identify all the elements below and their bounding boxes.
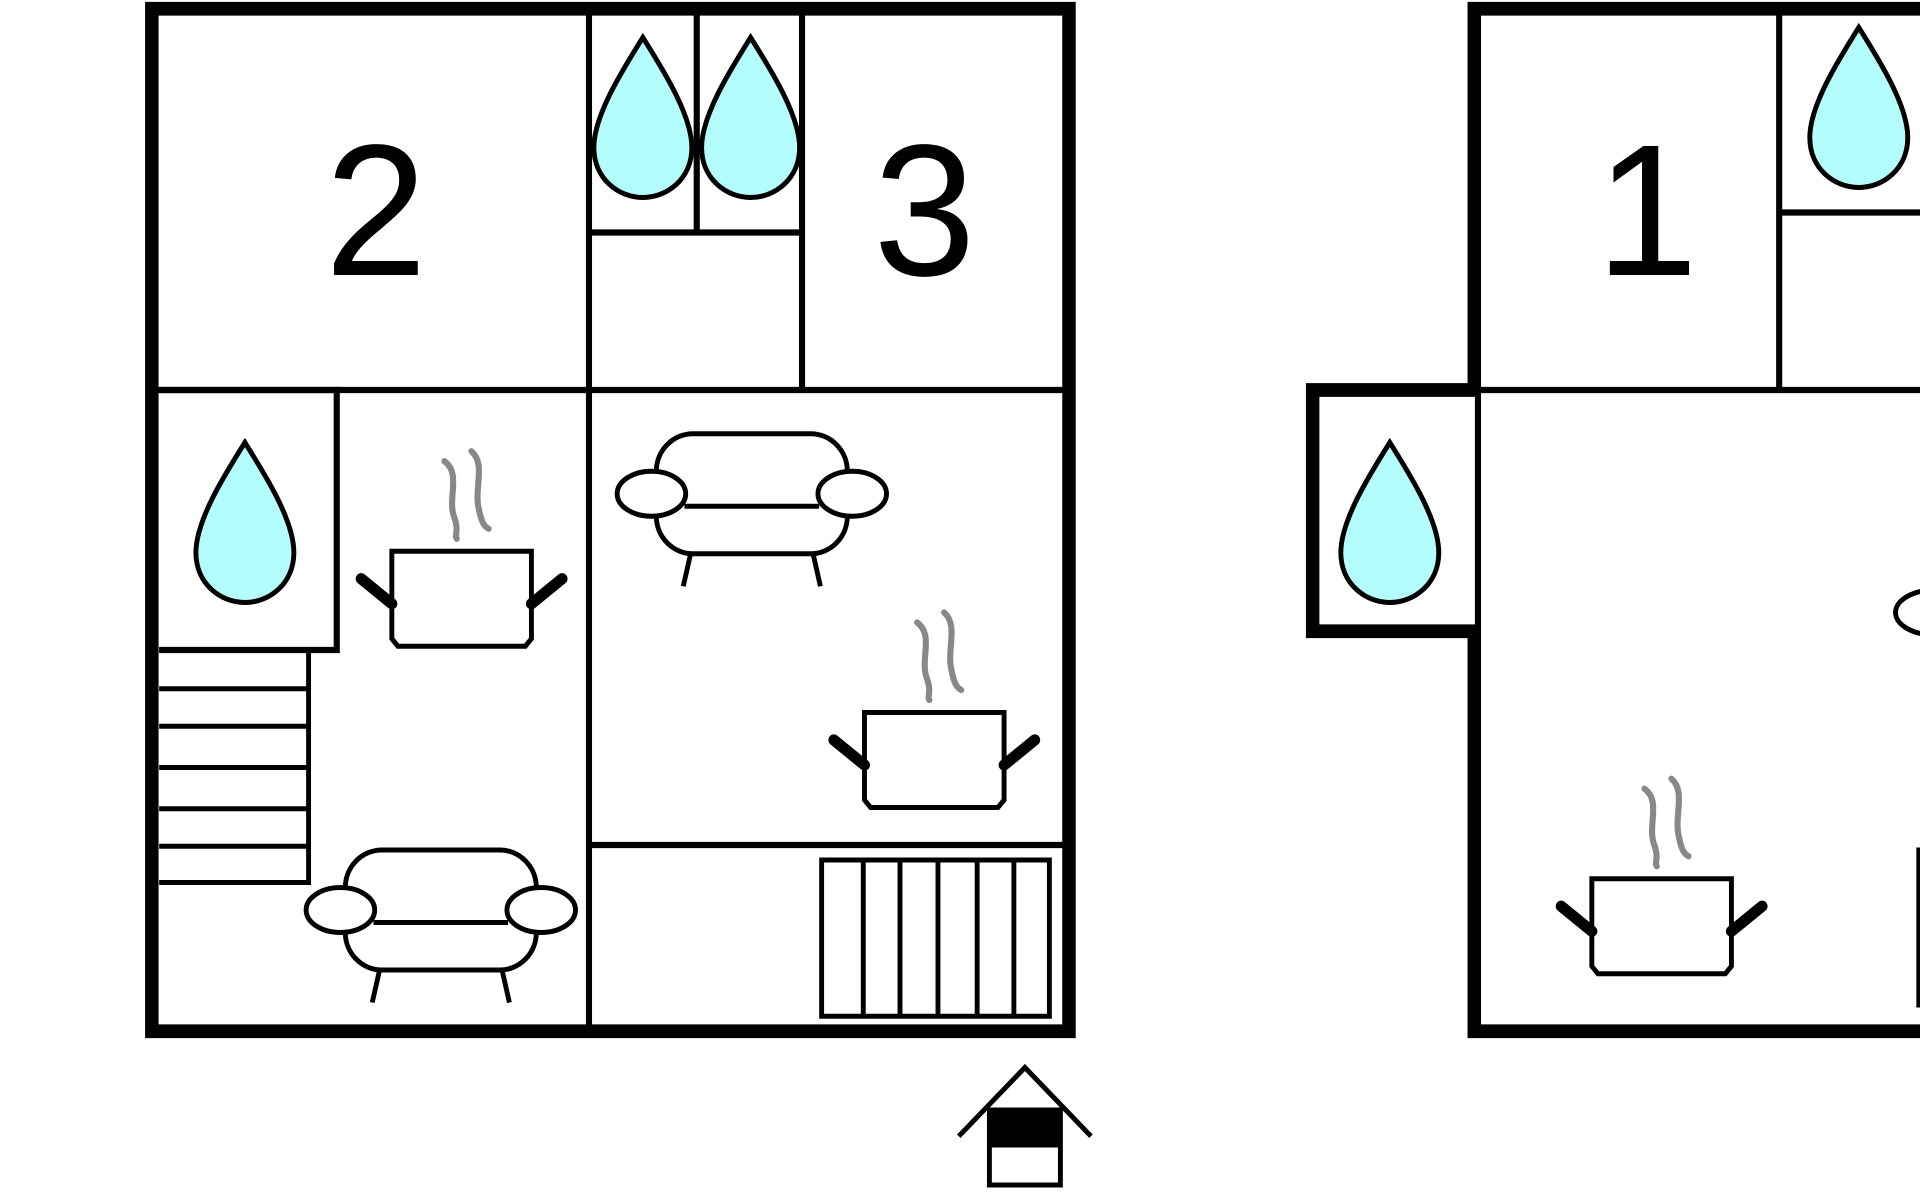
bathroom-water-icon [1341,443,1439,603]
room-1-label: 1 [1596,106,1698,315]
bathroom-water-icon [1810,28,1908,188]
sofa-icon [1893,589,1920,636]
interior-walls [151,8,1069,1032]
room-3-label: 3 [873,106,975,315]
bathroom-water-icon [196,443,294,603]
stairs-icon [159,647,312,885]
entrance-icon [957,1063,1093,1188]
outer-wall [1305,1,1920,1039]
radiator-icon [819,857,1052,1019]
kitchen-icon [834,613,1035,808]
outer-wall [145,1,1076,1039]
kitchen-icon [1561,779,1762,974]
right-floor-plan: 1 [1305,1,1920,1039]
kitchen-icon [361,451,562,646]
bathroom-water-icon [702,38,800,198]
bathroom-water-icon [594,38,692,198]
sofa-icon [306,850,575,1003]
room-2-label: 2 [325,106,427,315]
interior-walls [1474,8,1920,625]
sofa-icon [617,434,886,587]
radiator-icon [1916,847,1920,1008]
left-floor-plan: 2 3 [145,1,1093,1188]
